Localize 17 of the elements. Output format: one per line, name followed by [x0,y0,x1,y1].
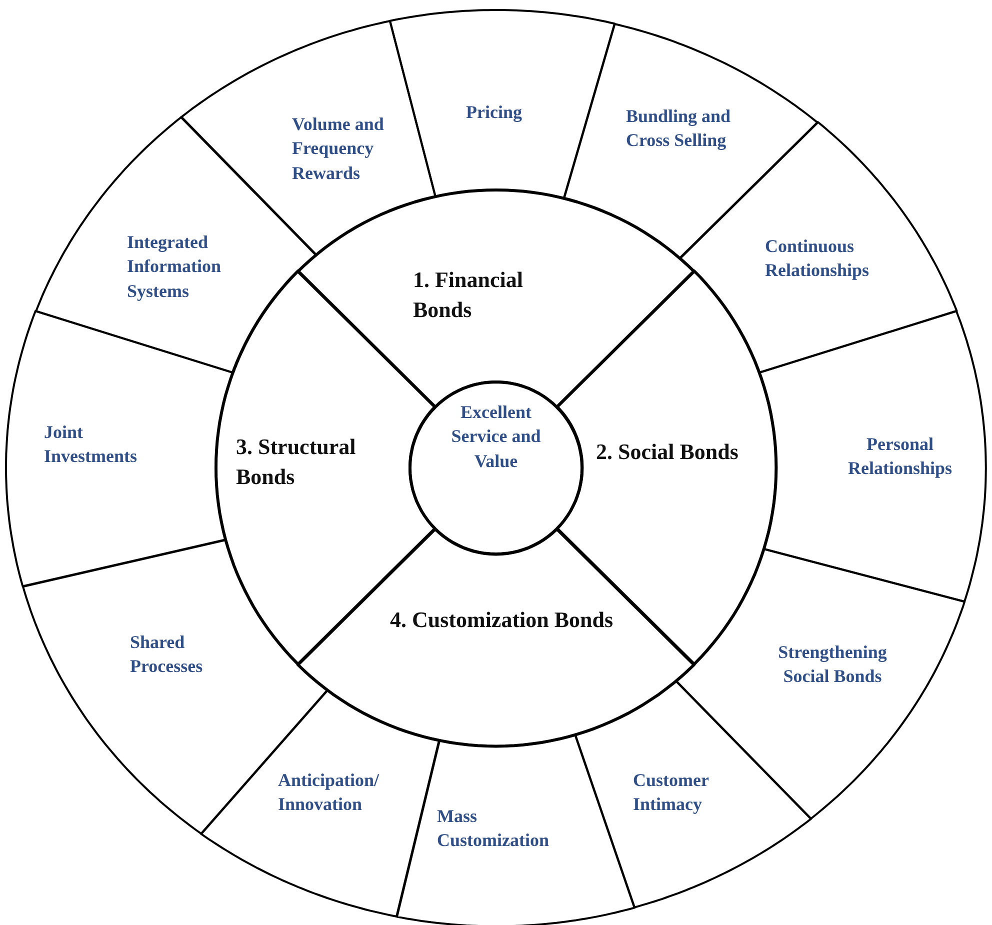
segment-label: Mass Customization [436,804,550,852]
center-label: Excellent Service and Value [450,401,542,473]
segment-label: Pricing [466,100,523,124]
bond-label: 4. Customization Bonds [390,606,614,634]
segment-label: Customer Intimacy [632,768,710,816]
segment-label: Personal Relationships [846,432,953,480]
segment-label: Continuous Relationships [764,234,870,282]
bond-label: 3. Structural Bonds [236,432,357,491]
segment-label: Shared Processes [130,630,204,678]
bond-label: 1. Financial Bonds [412,266,524,324]
segment-label: Volume and Frequency Rewards [292,112,384,185]
segment-label: Integrated Information Systems [126,230,222,303]
bond-label: 2. Social Bonds [596,438,740,466]
segment-label: Joint Investments [44,420,138,468]
segment-label: Anticipation/ Innovation [278,768,380,816]
segment-label: Strengthening Social Bonds [777,640,888,688]
segment-label: Bundling and Cross Selling [626,104,732,152]
